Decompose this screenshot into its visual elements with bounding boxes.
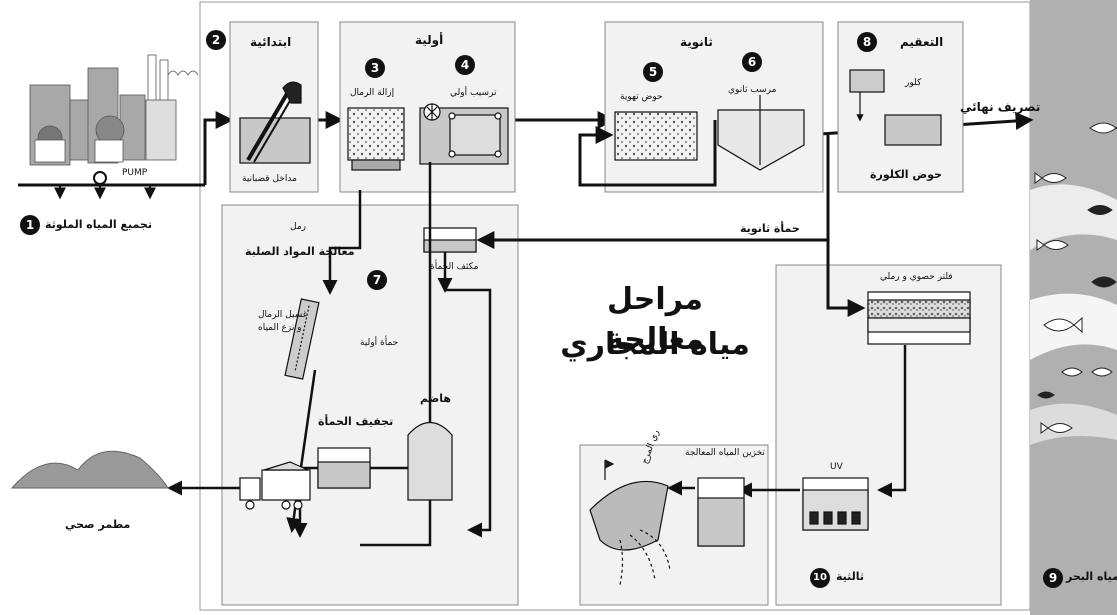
landfill-mounds bbox=[10, 450, 169, 489]
stage-8-label: التعقيم bbox=[900, 35, 944, 49]
stage-4-sub: ترسيب أولي bbox=[450, 88, 497, 98]
stage-5-number: 5 bbox=[643, 62, 663, 82]
sand-wash-label-2: و نزع المياه bbox=[258, 323, 302, 333]
stage-5-sub: حوض تهوية bbox=[620, 92, 663, 102]
sludge-drying-label: تجفيف الحمأة bbox=[318, 415, 394, 428]
bar-screen bbox=[239, 81, 311, 164]
grit-chamber bbox=[347, 107, 405, 171]
stage-7-label: معالجة المواد الصلبة bbox=[245, 245, 355, 258]
pump-label: PUMP bbox=[122, 168, 148, 178]
return-sludge-line bbox=[578, 120, 717, 187]
stage-1-number: 1 bbox=[20, 215, 40, 235]
sand-washer bbox=[284, 298, 320, 380]
city-buildings bbox=[29, 54, 199, 166]
uv-label: UV bbox=[830, 462, 843, 472]
digester bbox=[407, 421, 453, 501]
filter-label: فلتر حصوي و رملي bbox=[880, 272, 953, 282]
to-tertiary-line bbox=[826, 240, 866, 317]
stage-9-label: مياه البحر bbox=[1066, 570, 1117, 583]
stage-7-number: 7 bbox=[367, 270, 387, 290]
aeration-tank bbox=[614, 111, 698, 161]
primary-sludge-label: حمأة أولية bbox=[360, 338, 399, 348]
to-digester-line bbox=[445, 288, 492, 538]
stage-2-sub: مداخل قضبانية bbox=[242, 174, 297, 184]
secondary-sludge-label: حمأة ثانوية bbox=[740, 222, 800, 235]
gravel-sand-filter bbox=[867, 291, 971, 345]
stage-5-label: ثانوية bbox=[680, 35, 713, 49]
lawn-irrigation bbox=[589, 459, 671, 586]
secondary-clarifier bbox=[717, 95, 805, 171]
stage-8-sub: كلور bbox=[905, 78, 922, 88]
truck bbox=[239, 461, 311, 510]
final-discharge-label: تصريف نهائي bbox=[960, 100, 1041, 114]
stage-3-number: 3 bbox=[365, 58, 385, 78]
sludge-drying-bed bbox=[317, 447, 371, 489]
stage-8-number: 8 bbox=[857, 32, 877, 52]
sand-wash-label: غسيل الرمال bbox=[258, 310, 308, 320]
stage-1-label: تجميع المياه الملوثة bbox=[45, 218, 152, 231]
stage-8-basin: حوض الكلورة bbox=[870, 168, 942, 181]
digester-label: هاضم bbox=[420, 392, 452, 405]
primary-sedimentation bbox=[419, 103, 509, 165]
diagram-title-line-1: مراحل معالجة bbox=[606, 282, 704, 357]
landfill-label: مطمر صحي bbox=[65, 518, 131, 531]
sludge-thickener bbox=[423, 227, 477, 253]
storage-label: تخزين المياه المعالجة bbox=[685, 448, 765, 458]
sea-region bbox=[1030, 0, 1117, 615]
stage-10-label: ثالثية bbox=[836, 570, 865, 583]
stage-6-sub: مرسب ثانوي bbox=[728, 85, 777, 95]
sand-line bbox=[322, 190, 362, 295]
stage-9-number: 9 bbox=[1043, 568, 1063, 588]
fish-icons bbox=[1034, 122, 1117, 434]
primary-sludge-line bbox=[360, 162, 432, 547]
stage-3-label: أولية bbox=[415, 33, 444, 47]
to-uv-line bbox=[877, 345, 907, 498]
treated-water-storage bbox=[697, 477, 745, 547]
sand-label: رمل bbox=[290, 222, 306, 232]
stage-2-number: 2 bbox=[206, 30, 226, 50]
stage-3-sub: إزالة الرمال bbox=[350, 88, 395, 98]
stage-2-label: ابتدائية bbox=[250, 35, 292, 49]
stage-10-number: 10 bbox=[810, 568, 830, 588]
sludge-thickener-label: مكثف الحمأة bbox=[430, 262, 479, 272]
pipe-to-stage2 bbox=[203, 111, 234, 185]
stage8-box bbox=[837, 21, 964, 193]
stage2-box bbox=[229, 21, 319, 193]
stage-4-number: 4 bbox=[455, 55, 475, 75]
diagram-title-line-2: مياه المجاري bbox=[560, 327, 750, 362]
uv-unit bbox=[802, 477, 869, 531]
chlorine-unit bbox=[849, 69, 942, 146]
stage-6-number: 6 bbox=[742, 52, 762, 72]
